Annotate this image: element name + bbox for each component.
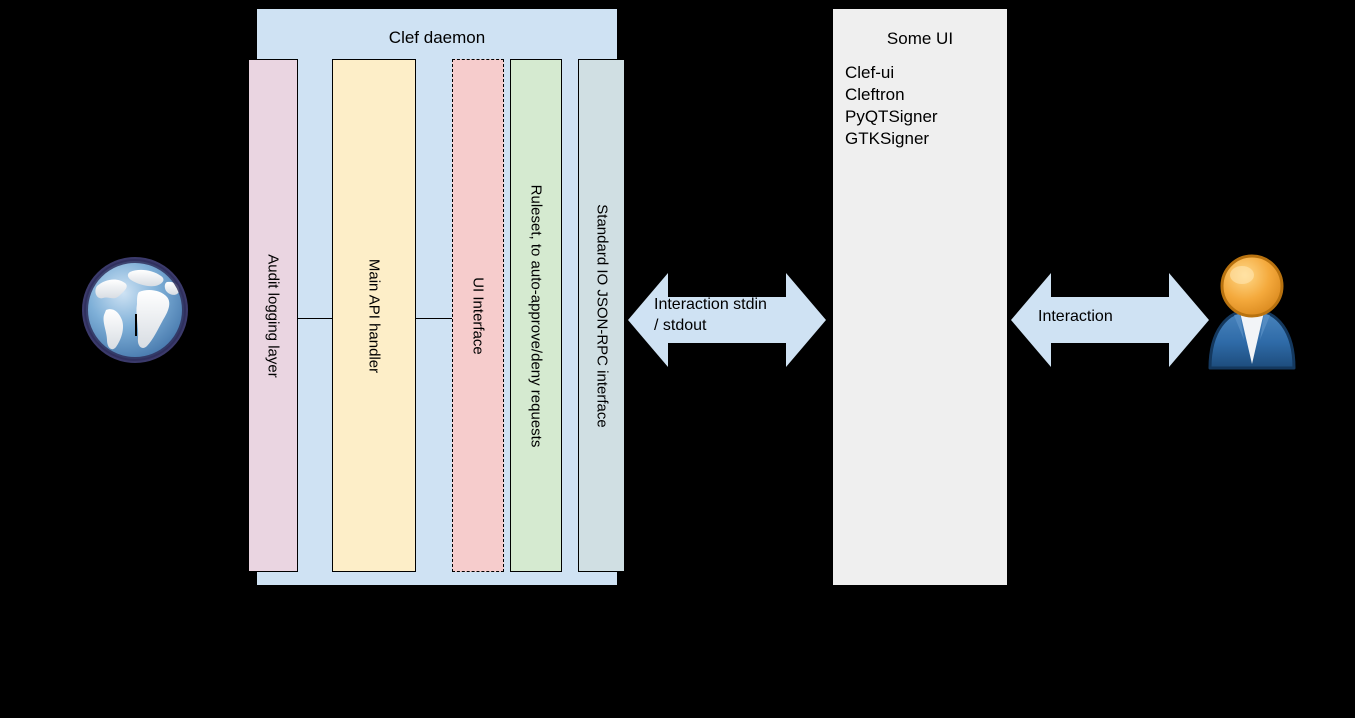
module-api-label: Main API handler: [365, 258, 383, 373]
some-ui-title: Some UI: [886, 29, 954, 48]
arrow-interaction: [1011, 272, 1209, 368]
connector-api-to-ui: [415, 318, 453, 319]
list-item[interactable]: GTKSigner: [845, 129, 930, 148]
module-ruleset[interactable]: Ruleset, to auto-approve/deny requests: [510, 59, 562, 572]
arrow-interaction-label: Interaction: [1038, 308, 1113, 325]
clef-daemon-container: Clef daemon: [256, 8, 618, 586]
list-item[interactable]: PyQTSigner: [845, 107, 938, 126]
module-audit-label: Audit logging layer: [264, 253, 282, 378]
module-audit-logging-layer[interactable]: Audit logging layer: [248, 59, 298, 572]
module-stdio-label: Standard IO JSON-RPC interface: [593, 203, 610, 428]
arrow-interaction-stdin-stdout: [628, 272, 826, 368]
list-item[interactable]: Cleftron: [845, 85, 905, 104]
list-item[interactable]: Clef-ui: [845, 63, 895, 82]
some-ui-list: Clef-ui Cleftron PyQTSigner GTKSigner: [845, 62, 938, 150]
connector-audit-to-api: [297, 318, 333, 319]
arrow-stdin-stdout-label: Interaction stdin / stdout: [654, 296, 767, 334]
globe-icon: [75, 252, 195, 382]
module-ui-label: UI Interface: [469, 276, 487, 355]
clef-daemon-title: Clef daemon: [388, 28, 486, 47]
module-ui-interface[interactable]: UI Interface: [452, 59, 504, 572]
user-icon: [1200, 252, 1304, 376]
some-ui-panel: Some UI Clef-ui Cleftron PyQTSigner GTKS…: [832, 8, 1008, 586]
module-standard-io-jsonrpc[interactable]: Standard IO JSON-RPC interface: [578, 59, 625, 572]
connector-globe-to-clef: [195, 318, 257, 319]
module-main-api-handler[interactable]: Main API handler: [332, 59, 416, 572]
module-ruleset-label: Ruleset, to auto-approve/deny requests: [527, 184, 545, 447]
